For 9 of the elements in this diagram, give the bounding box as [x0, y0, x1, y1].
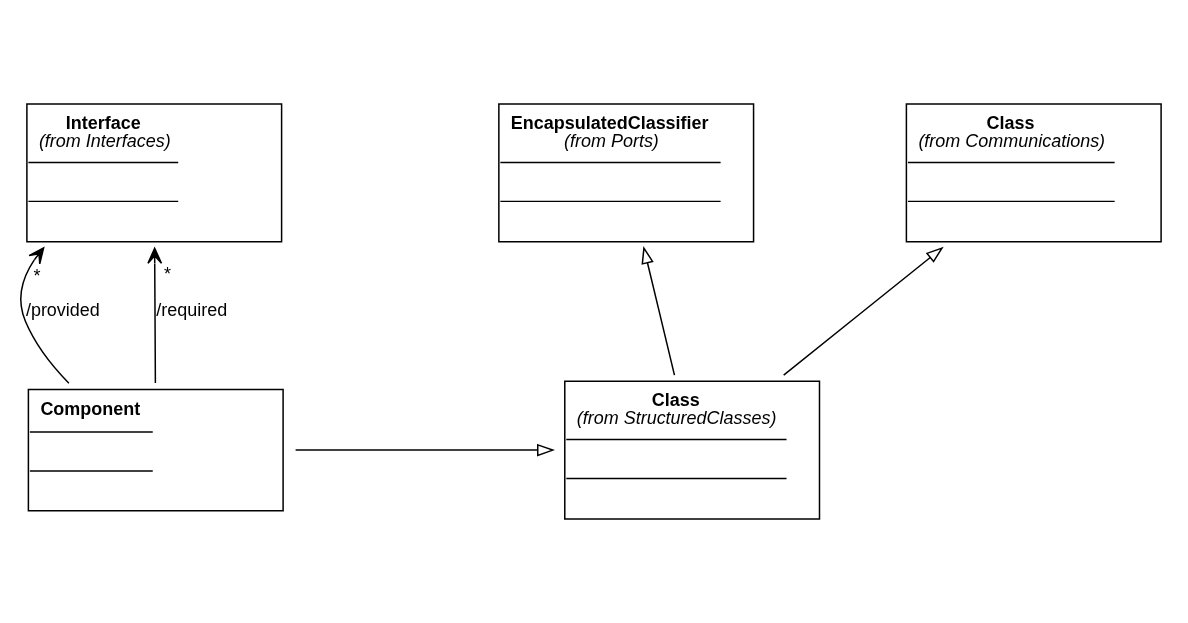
- label: *: [163, 263, 171, 284]
- edge-label: /provided: [25, 300, 100, 321]
- edge-label: /required: [156, 300, 228, 321]
- arrow: [641, 245, 676, 376]
- arrow: [294, 443, 555, 457]
- arrow: [782, 246, 944, 376]
- label: *: [33, 265, 41, 286]
- arrow: [20, 247, 70, 384]
- arrow: [147, 247, 163, 384]
